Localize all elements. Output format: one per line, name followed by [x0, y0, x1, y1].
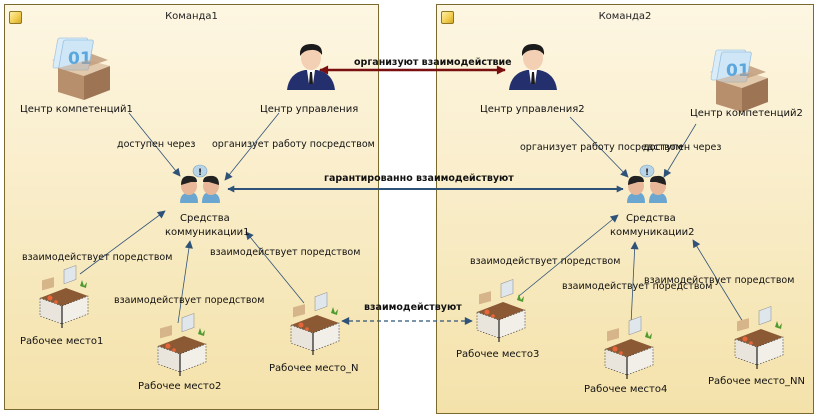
edge-label-mgmt2-comm2: организует работу посредством: [520, 142, 683, 153]
node-label-comm1-line2[interactable]: коммуникации1: [165, 227, 250, 238]
node-label-wsNN[interactable]: Рабочее место_NN: [708, 376, 805, 387]
edge-label-ws3-comm2: взаимодействует поредством: [470, 256, 621, 267]
edge-label-comm-comm: гарантированно взаимодействуют: [324, 173, 514, 184]
node-label-ws1[interactable]: Рабочее место1: [20, 336, 104, 347]
node-label-ws2[interactable]: Рабочее место2: [138, 381, 222, 392]
node-label-comp2[interactable]: Центр компетенций2: [690, 108, 803, 119]
edge-label-mgmt-mgmt: организуют взаимодействие: [354, 57, 512, 68]
edge-label-wsNN-comm2: взаимодействует поредством: [644, 275, 795, 286]
edge-label-ws1-comm1: взаимодействует поредством: [22, 252, 173, 263]
edge-label-comp1-comm1: доступен через: [117, 139, 196, 150]
edge-label-wsN-ws3: взаимодействуют: [364, 302, 462, 313]
edge-label-ws4-comm2: взаимодействует поредством: [562, 281, 713, 292]
node-label-comm2-line1[interactable]: Средства: [626, 213, 676, 224]
node-label-wsN[interactable]: Рабочее место_N: [269, 363, 359, 374]
edge-label-comp2-comm2: доступен через: [643, 142, 722, 153]
node-label-ws4[interactable]: Рабочее место4: [584, 384, 668, 395]
node-label-ws3[interactable]: Рабочее место3: [456, 349, 540, 360]
edge-label-wsN-comm1: взаимодействует поредством: [210, 247, 361, 258]
node-label-comm1-line1[interactable]: Средства: [180, 213, 230, 224]
node-label-mgmt2[interactable]: Центр управления2: [480, 104, 585, 115]
node-label-comm2-line2[interactable]: коммуникации2: [610, 227, 695, 238]
edge-label-ws2-comm1: взаимодействует поредством: [114, 295, 265, 306]
team-title: Команда1: [165, 11, 218, 22]
node-label-comp1[interactable]: Центр компетенций1: [20, 104, 133, 115]
edge-label-mgmt1-comm1: организует работу посредством: [212, 139, 375, 150]
team-badge-icon: [9, 11, 22, 24]
team-badge-icon: [441, 11, 454, 24]
node-label-mgmt1[interactable]: Центр управления: [260, 104, 359, 115]
team-title: Команда2: [598, 11, 652, 22]
